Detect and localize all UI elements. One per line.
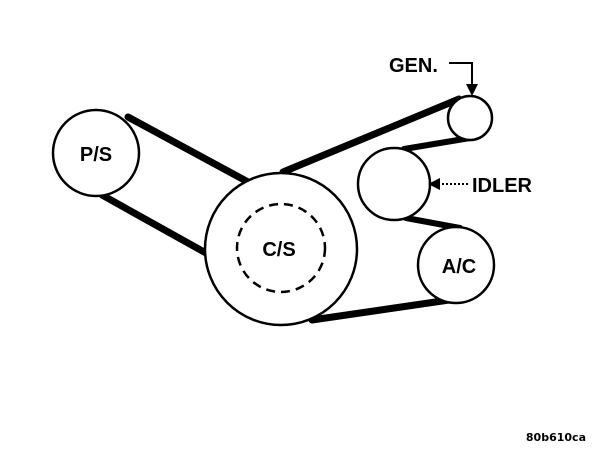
pulley-label-ps: P/S <box>80 144 112 166</box>
figure-code: 80b610ca <box>526 431 586 444</box>
pulley-power-steering: P/S <box>51 108 141 198</box>
pulley-label-ac: A/C <box>442 256 476 278</box>
idler-callout: IDLER <box>428 175 533 197</box>
gen-arrowhead-icon <box>466 84 478 96</box>
belt-span-ac-cs <box>308 295 460 324</box>
crankshaft-hub <box>235 202 327 294</box>
gen-leader-line <box>449 62 473 86</box>
callout-label-idler: IDLER <box>472 175 533 197</box>
pulley-air-conditioning: A/C <box>416 225 496 305</box>
idler-arrowhead-icon <box>428 178 440 190</box>
pulley-crankshaft: C/S <box>203 171 359 327</box>
generator-callout: GEN. <box>389 55 478 96</box>
pulley-idler <box>356 146 432 222</box>
belt-span-cs-gen <box>279 95 463 176</box>
pulley-generator <box>446 94 494 142</box>
callout-label-gen: GEN. <box>389 55 438 77</box>
pulley-label-cs: C/S <box>262 239 295 261</box>
belt-span-gen-idler <box>401 135 473 152</box>
